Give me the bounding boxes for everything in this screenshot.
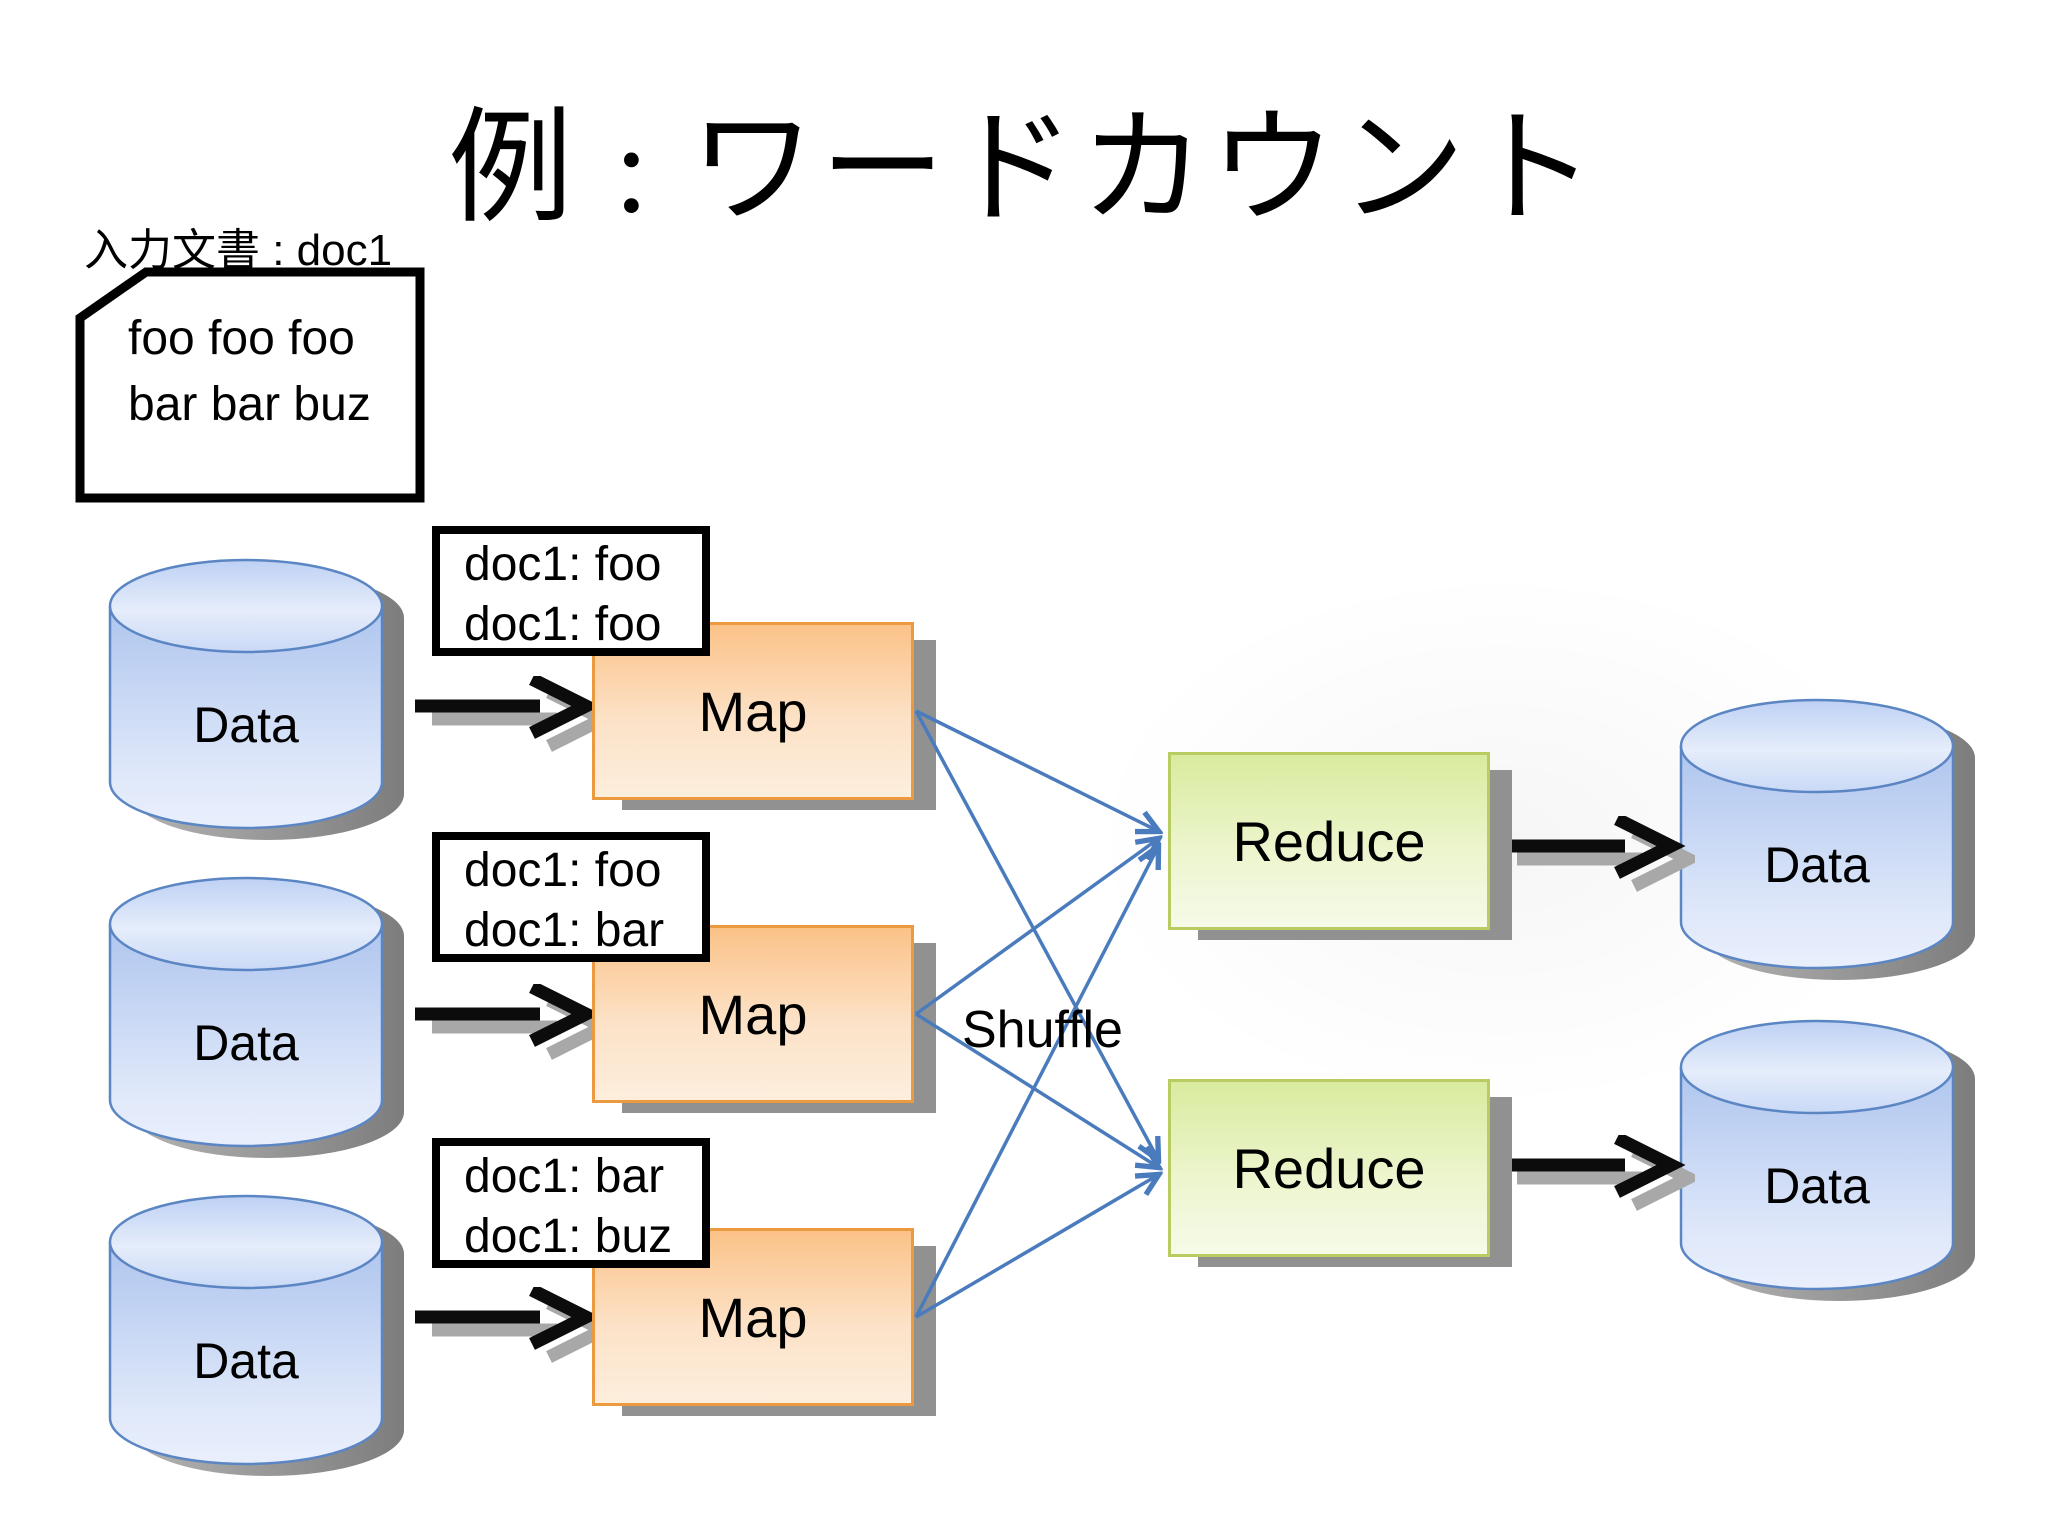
database-cylinder-icon <box>108 558 404 840</box>
source-data-label: Data <box>193 1333 299 1389</box>
pair-box: doc1: bar doc1: buz <box>432 1138 710 1268</box>
pair-line1: doc1: foo <box>464 844 662 897</box>
reduce-box: Reduce <box>1168 1079 1490 1257</box>
database-cylinder-icon <box>108 876 404 1158</box>
input-annotation-jp: 入力文書 <box>84 226 260 275</box>
pair-line1: doc1: bar <box>464 1150 665 1203</box>
database-cylinder-icon <box>108 1194 404 1476</box>
source-data-label: Data <box>193 697 299 753</box>
source-data-label: Data <box>193 1015 299 1071</box>
map-label: Map <box>698 679 808 743</box>
map-label: Map <box>698 982 808 1046</box>
flow-arrow-icon <box>1500 1135 1695 1211</box>
input-document-text: foo foo foo bar bar buz <box>128 306 371 438</box>
pair-box: doc1: foo doc1: bar <box>432 832 710 962</box>
input-annotation-doc: : doc1 <box>260 226 393 275</box>
shuffle-label: Shuffle <box>962 1001 1123 1059</box>
pair-line2: doc1: foo <box>464 598 662 651</box>
input-document-shape <box>75 267 425 503</box>
flow-arrow-icon <box>415 984 610 1060</box>
input-document-annotation: 入力文書 : doc1 <box>84 214 392 278</box>
pair-box: doc1: foo doc1: foo <box>432 526 710 656</box>
slide-title: 例 : ワードカウント <box>447 101 1601 239</box>
output-data-label: Data <box>1764 1158 1870 1214</box>
output-data-label: Data <box>1764 837 1870 893</box>
reduce-label: Reduce <box>1232 809 1426 873</box>
reduce-label: Reduce <box>1232 1136 1426 1200</box>
database-cylinder-icon <box>1679 698 1975 980</box>
reduce-box: Reduce <box>1168 752 1490 930</box>
pair-line2: doc1: buz <box>464 1210 673 1263</box>
input-document-line1: foo foo foo <box>128 312 355 365</box>
flow-arrow-icon <box>415 1287 610 1363</box>
flow-arrow-icon <box>415 676 610 752</box>
map-label: Map <box>698 1285 808 1349</box>
database-cylinder-icon <box>1679 1019 1975 1301</box>
pair-line2: doc1: bar <box>464 904 665 957</box>
input-document-line2: bar bar buz <box>128 378 371 431</box>
pair-line1: doc1: foo <box>464 538 662 591</box>
flow-arrow-icon <box>1500 816 1695 892</box>
